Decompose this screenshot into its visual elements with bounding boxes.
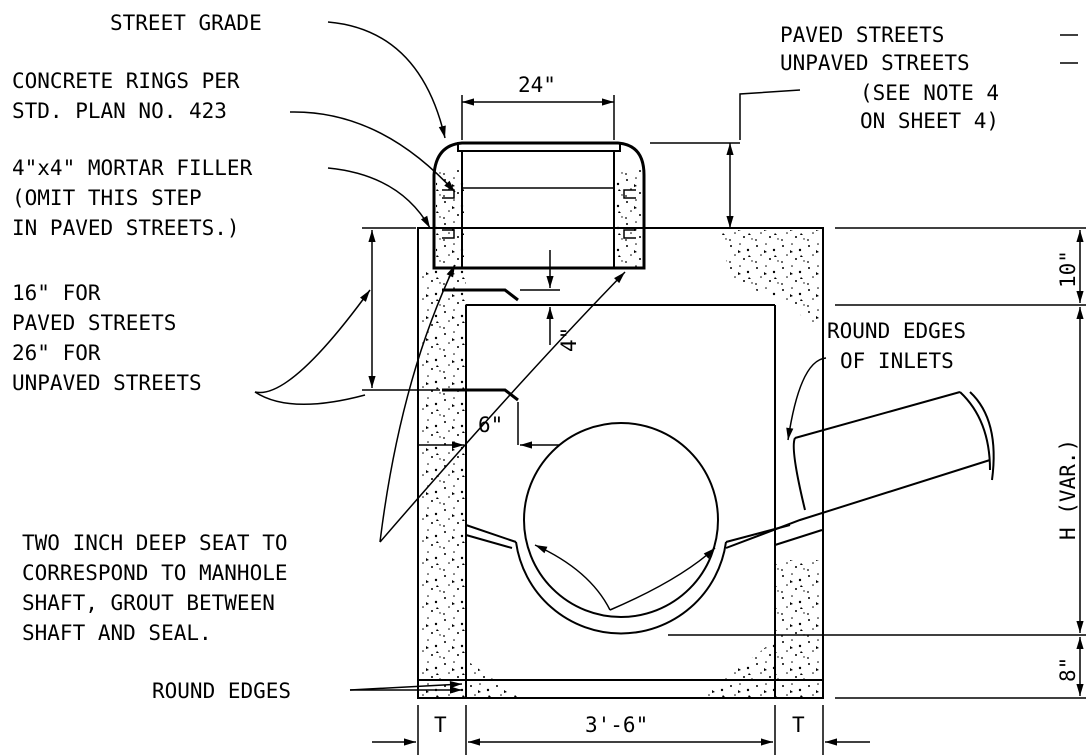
- label-mortar-1: 4"x4" MORTAR FILLER: [12, 156, 253, 180]
- label-mortar-2: (OMIT THIS STEP: [12, 186, 202, 210]
- annotation-labels: STREET GRADE PAVED STREETS UNPAVED STREE…: [12, 11, 999, 703]
- label-unpaved-streets: UNPAVED STREETS: [780, 51, 970, 75]
- dim-height-var: H (VAR.): [1056, 439, 1080, 540]
- dim-wall-left: T: [434, 713, 447, 737]
- label-height-3: 26" FOR: [12, 341, 101, 365]
- label-rings-1: CONCRETE RINGS PER: [12, 69, 240, 93]
- label-see-note-2: ON SHEET 4): [860, 109, 999, 133]
- dim-base: 8": [1056, 657, 1080, 682]
- inlet-pipe: [725, 391, 995, 549]
- label-round-inlets-2: OF INLETS: [840, 349, 954, 373]
- label-street-grade: STREET GRADE: [110, 11, 262, 35]
- label-paved-streets: PAVED STREETS: [780, 23, 944, 47]
- label-see-note-1: (SEE NOTE 4: [860, 81, 999, 105]
- label-round-edges: ROUND EDGES: [152, 679, 291, 703]
- dim-step-6: 6": [478, 413, 503, 437]
- dim-step-4: 4": [557, 327, 581, 352]
- label-mortar-3: IN PAVED STREETS.): [12, 216, 240, 240]
- label-height-1: 16" FOR: [12, 281, 101, 305]
- label-round-inlets-1: ROUND EDGES: [827, 319, 966, 343]
- label-height-2: PAVED STREETS: [12, 311, 176, 335]
- dim-opening: 24": [518, 73, 556, 97]
- dim-inner-width: 3'-6": [585, 713, 648, 737]
- label-seat-4: SHAFT AND SEAL.: [22, 621, 212, 645]
- label-rings-2: STD. PLAN NO. 423: [12, 99, 227, 123]
- dimension-labels: 24" 10" 4" 6" H (VAR.) 8" T 3'-6" T: [434, 73, 1080, 737]
- label-height-4: UNPAVED STREETS: [12, 371, 202, 395]
- dimension-lines: [362, 95, 1086, 755]
- concrete-rings: [432, 141, 646, 270]
- leader-lines: [254, 21, 1078, 694]
- manhole-steps: [442, 288, 519, 402]
- dim-top-slab: 10": [1056, 250, 1080, 288]
- label-seat-2: CORRESPOND TO MANHOLE: [22, 561, 288, 585]
- label-seat-1: TWO INCH DEEP SEAT TO: [22, 531, 288, 555]
- manhole-box: [417, 227, 824, 699]
- label-seat-3: SHAFT, GROUT BETWEEN: [22, 591, 275, 615]
- dim-wall-right: T: [792, 713, 805, 737]
